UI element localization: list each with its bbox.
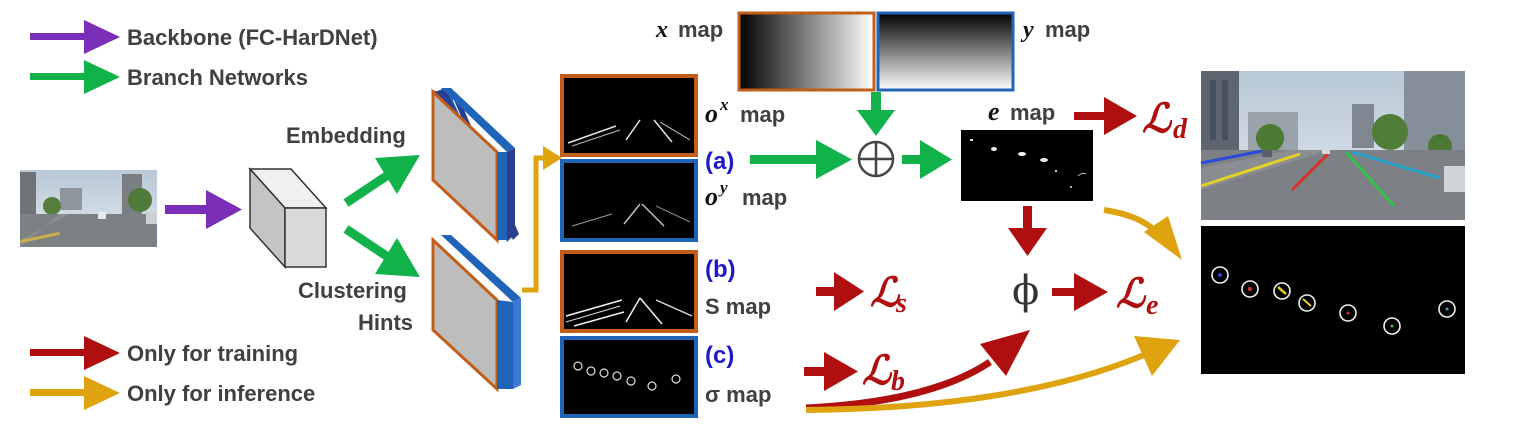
branch-arrow-embedding bbox=[343, 155, 420, 207]
y-map-symbol: y bbox=[1020, 17, 1034, 43]
sigma-to-lb-arrow bbox=[804, 352, 858, 391]
embedding-label: Embedding bbox=[286, 123, 406, 148]
legend-backbone-label: Backbone (FC-HarDNet) bbox=[127, 25, 378, 50]
y-map-word: map bbox=[1045, 17, 1090, 42]
smap-to-ls-arrow bbox=[816, 272, 864, 311]
loss-s-subscript: s bbox=[895, 288, 907, 319]
e-map-panel bbox=[961, 130, 1093, 201]
branch-a-label: (a) bbox=[705, 148, 734, 175]
phi-to-le-arrow bbox=[1052, 273, 1108, 311]
ox-map-label: o x map bbox=[705, 95, 785, 128]
legend-branch-label: Branch Networks bbox=[127, 65, 308, 90]
s-map-label: S map bbox=[705, 294, 771, 319]
loss-d-subscript: d bbox=[1173, 114, 1188, 145]
output-cluster-image bbox=[1201, 226, 1465, 374]
embedding-feature-stack bbox=[431, 88, 519, 244]
oy-map-superscript: y bbox=[718, 178, 728, 197]
loss-b-subscript: b bbox=[891, 366, 905, 397]
clustering-label-line1: Clustering bbox=[298, 278, 407, 303]
branch-b-label: (b) bbox=[705, 256, 736, 283]
legend-inference-label: Only for inference bbox=[127, 381, 315, 406]
oy-map-panel bbox=[560, 159, 698, 242]
offset-to-plus-arrow bbox=[750, 140, 852, 179]
backbone-input-arrow bbox=[165, 190, 242, 229]
plus-operator bbox=[857, 140, 895, 178]
oy-map-symbol: o bbox=[705, 182, 718, 211]
clustering-feature-stack bbox=[431, 235, 521, 393]
ox-map-superscript: x bbox=[719, 95, 729, 114]
branch-c-label: (c) bbox=[705, 342, 734, 369]
ox-map-word: map bbox=[740, 102, 785, 127]
loss-s: ℒ s bbox=[870, 270, 907, 319]
oy-map-label: o y map bbox=[705, 178, 787, 211]
sigma-to-phi-arrow bbox=[805, 330, 1030, 412]
legend-training-arrow bbox=[30, 336, 120, 370]
e-map-symbol: e bbox=[988, 97, 1000, 126]
y-map-label: y map bbox=[1020, 17, 1090, 43]
legend-training-label: Only for training bbox=[127, 341, 298, 366]
legend-branch-arrow bbox=[30, 60, 120, 94]
e-map-label: e map bbox=[988, 97, 1055, 126]
emap-to-output-arrow bbox=[1103, 207, 1182, 260]
clustering-label-line2: Hints bbox=[358, 310, 413, 335]
legend: Backbone (FC-HarDNet) Branch Networks On… bbox=[30, 20, 378, 410]
output-lane-image bbox=[1200, 71, 1465, 220]
emap-to-ld-arrow bbox=[1074, 97, 1137, 135]
x-map-label: x map bbox=[655, 17, 723, 43]
legend-backbone-arrow bbox=[30, 20, 120, 54]
oy-map-word: map bbox=[742, 185, 787, 210]
x-coordinate-map bbox=[737, 11, 876, 92]
loss-e-subscript: e bbox=[1146, 290, 1158, 321]
inference-feed-arrow bbox=[522, 146, 562, 293]
emap-to-phi-arrow bbox=[1008, 206, 1047, 256]
s-map-panel bbox=[560, 250, 698, 333]
loss-b: ℒ b bbox=[862, 348, 905, 397]
loss-d-symbol: ℒ bbox=[1142, 96, 1173, 141]
sigma-to-output-arrow bbox=[805, 336, 1180, 413]
x-map-symbol: x bbox=[655, 17, 668, 43]
input-road-image bbox=[20, 170, 157, 247]
loss-e: ℒ e bbox=[1116, 271, 1158, 321]
xy-to-plus-arrow bbox=[857, 92, 895, 136]
backbone-cube bbox=[248, 167, 328, 269]
sigma-map-label: σ map bbox=[705, 382, 771, 407]
loss-e-symbol: ℒ bbox=[1116, 271, 1147, 316]
sigma-map-panel bbox=[560, 336, 698, 418]
y-coordinate-map bbox=[876, 11, 1015, 92]
x-map-word: map bbox=[678, 17, 723, 42]
branch-arrow-clustering bbox=[343, 225, 420, 277]
loss-b-symbol: ℒ bbox=[862, 348, 893, 393]
ox-map-panel bbox=[560, 74, 698, 157]
phi-operator: ϕ bbox=[1012, 268, 1039, 314]
ox-map-symbol: o bbox=[705, 99, 718, 128]
loss-d: ℒ d bbox=[1142, 96, 1188, 145]
plus-to-emap-arrow bbox=[902, 140, 952, 179]
e-map-word: map bbox=[1010, 100, 1055, 125]
loss-s-symbol: ℒ bbox=[870, 270, 901, 315]
legend-inference-arrow bbox=[30, 376, 120, 410]
